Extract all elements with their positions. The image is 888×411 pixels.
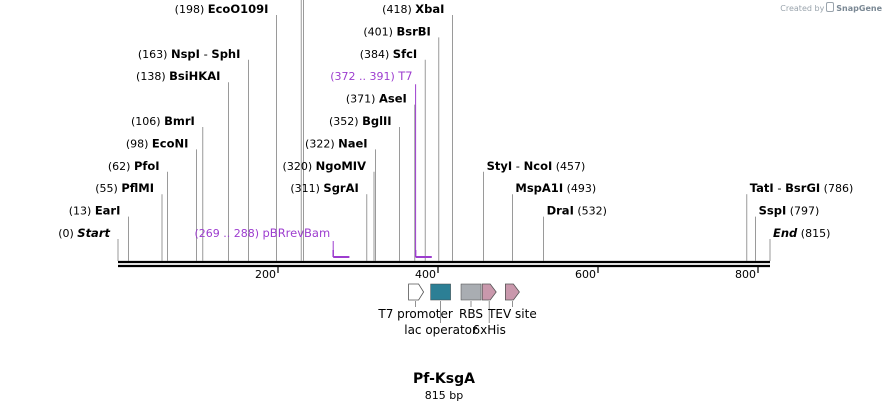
- scale-tick-label: 400: [415, 268, 436, 281]
- feature-label-rbs: RBS: [459, 307, 483, 321]
- enzyme-label-sgrai: (311) SgrAI: [290, 181, 358, 195]
- plasmid-linear-map: 200 400 600 800 (0) Start (13) EarI (55) PflMI…: [58, 0, 853, 337]
- feature-label-lac-operator: lac operator: [404, 323, 477, 337]
- snapgene-logo-icon: [826, 2, 835, 12]
- enzyme-label-nspi: (163) NspI - SphI: [138, 47, 241, 61]
- feature-rbs: [460, 283, 482, 301]
- enzyme-label-ngomiv: (320) NgoMIV: [283, 159, 367, 173]
- enzyme-label-econi: (98) EcoNI: [126, 136, 189, 150]
- scale-tick-label: 200: [255, 268, 276, 281]
- enzyme-label-pflmi: (55) PflMI: [95, 181, 154, 195]
- primer-label-t7: (372 .. 391) T7: [330, 69, 412, 83]
- enzyme-label-styi: StyI - NcoI (457): [487, 159, 586, 173]
- enzyme-label-bsrbi: (401) BsrBI: [363, 24, 430, 38]
- enzyme-label-asei: (371) AseI: [346, 92, 407, 106]
- enzyme-label-end: End (815): [773, 226, 830, 240]
- construct-title: Pf-KsgA: [413, 371, 475, 387]
- credit-prefix: Created by: [780, 4, 825, 13]
- enzyme-label-naei: (322) NaeI: [305, 136, 368, 150]
- feature-lac-operator: [430, 283, 451, 301]
- primer-label-pbrrevbam: (269 .. 288) pBRrevBam: [194, 226, 330, 240]
- feature-label-t7-promoter: T7 promoter: [377, 307, 453, 321]
- enzyme-label-bmri: (106) BmrI: [131, 114, 195, 128]
- enzyme-label-tati: TatI - BsrGI (786): [750, 181, 853, 195]
- feature-tev-site: [505, 283, 520, 301]
- construct-length: 815 bp: [424, 389, 464, 402]
- enzyme-label-pfoi: (62) PfoI: [108, 159, 160, 173]
- enzyme-label-bsihkai: (138) BsiHKAI: [136, 69, 220, 83]
- enzyme-label-start: (0) Start: [58, 226, 110, 240]
- enzyme-label-ecoo109i: (198) EcoO109I: [175, 2, 269, 16]
- enzyme-label-drai: DraI (532): [547, 204, 607, 218]
- feature-6xhis: [481, 283, 497, 301]
- scale-tick-label: 800: [735, 268, 756, 281]
- enzyme-label-bglii: (352) BglII: [329, 114, 392, 128]
- enzyme-label-sfci: (384) SfcI: [360, 47, 417, 61]
- snapgene-credit: Created by SnapGene: [780, 2, 882, 13]
- enzyme-label-eari: (13) EarI: [69, 204, 121, 218]
- feature-t7-promoter: [408, 283, 425, 301]
- enzyme-label-sspi: SspI (797): [759, 204, 820, 218]
- feature-label-6xhis: 6xHis: [473, 323, 506, 337]
- scale-tick-label: 600: [575, 268, 596, 281]
- enzyme-label-mspa1i: MspA1I (493): [515, 181, 596, 195]
- credit-brand: SnapGene: [836, 4, 882, 13]
- enzyme-label-xbai: (418) XbaI: [382, 2, 444, 16]
- feature-label-tev-site: TEV site: [487, 307, 537, 321]
